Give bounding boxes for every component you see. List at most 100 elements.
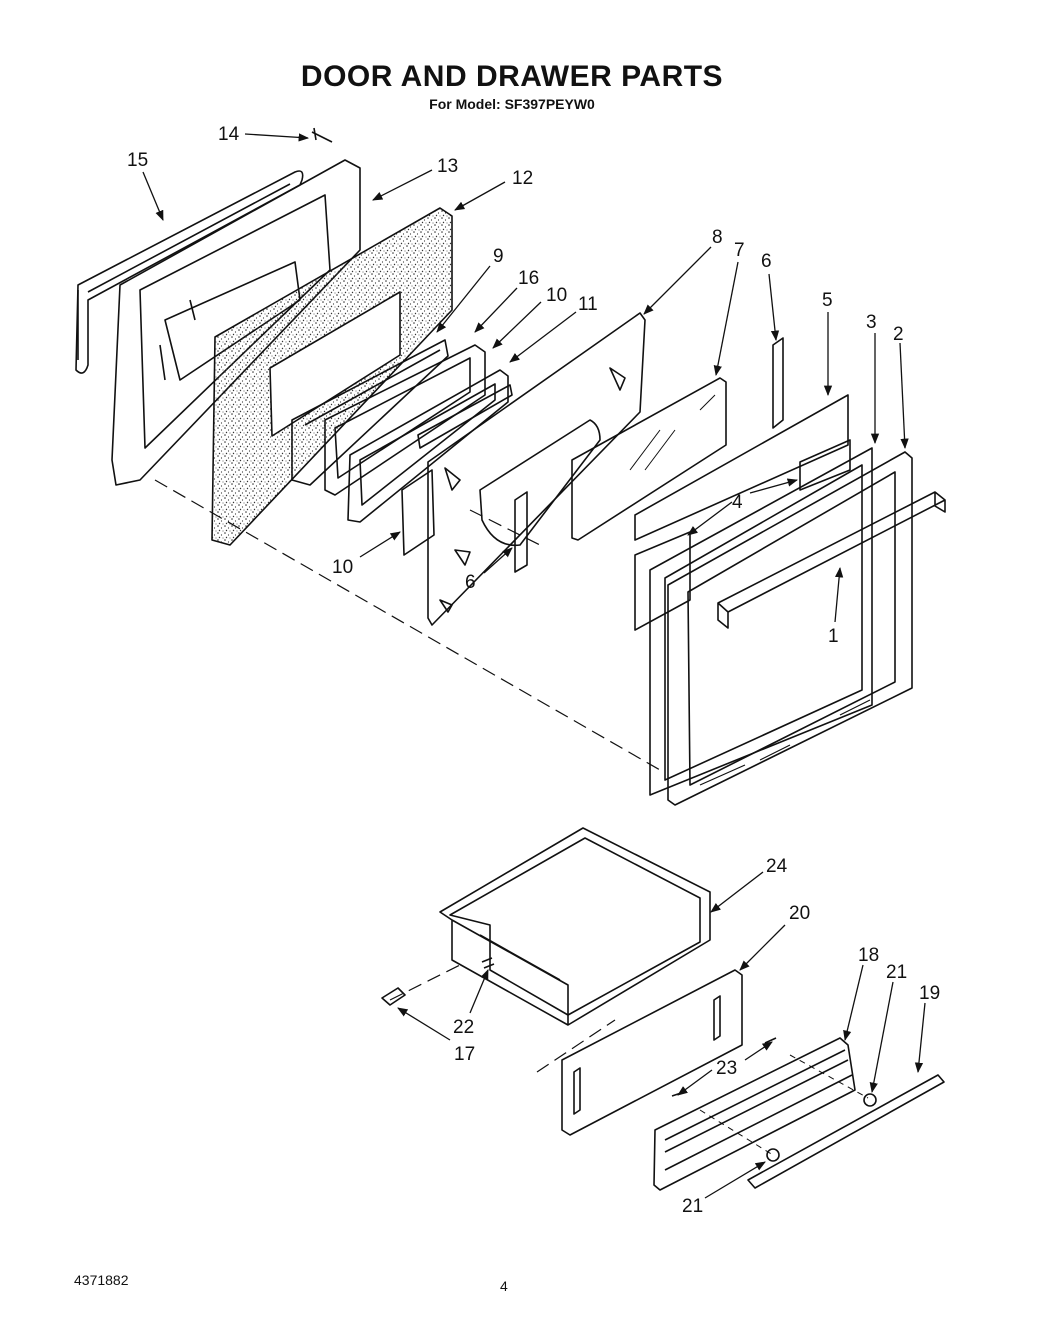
part-7-glass-panel bbox=[571, 377, 727, 541]
part-4-nameplate-upper bbox=[799, 439, 851, 491]
part-18-drawer-outer-panel bbox=[653, 1037, 856, 1191]
callout-15: 15 bbox=[127, 150, 148, 171]
callout-6-upper: 6 bbox=[761, 251, 772, 272]
callout-22: 22 bbox=[453, 1017, 474, 1038]
leader-9 bbox=[436, 265, 491, 333]
leader-22 bbox=[469, 969, 489, 1014]
part-21-spacer-lower bbox=[766, 1148, 780, 1162]
leader-13 bbox=[372, 169, 433, 201]
part-23-screw-guide bbox=[699, 1054, 869, 1156]
callout-19: 19 bbox=[919, 983, 940, 1004]
part-20-drawer-slot-right bbox=[713, 995, 721, 1041]
leader-24 bbox=[710, 871, 764, 913]
callout-3: 3 bbox=[866, 312, 877, 333]
part-2-frame-slots bbox=[699, 699, 871, 786]
leader-19 bbox=[914, 1002, 926, 1074]
leader-7 bbox=[713, 261, 739, 377]
leader-12 bbox=[454, 181, 506, 211]
part-10-lower-glass bbox=[401, 469, 435, 556]
part-14-screw bbox=[311, 127, 333, 143]
part-24-drawer-rail bbox=[451, 919, 569, 1025]
callout-5: 5 bbox=[822, 290, 833, 311]
document-number: 4371882 bbox=[74, 1272, 129, 1288]
part-17-drawer-stop bbox=[381, 987, 406, 1006]
part-8-panel-tabs bbox=[439, 367, 626, 613]
leader-17 bbox=[397, 1007, 451, 1041]
callout-17: 17 bbox=[454, 1044, 475, 1065]
part-20-drawer-slot-left bbox=[573, 1067, 581, 1115]
part-7-glass-highlight bbox=[629, 394, 716, 471]
part-2-outer-door-frame bbox=[667, 451, 913, 806]
part-8-inner-door-panel bbox=[427, 312, 646, 626]
part-19-trim-strip bbox=[747, 1074, 945, 1189]
part-20-drawer-front bbox=[561, 969, 743, 1136]
part-12-insulation-window bbox=[269, 291, 401, 437]
leader-18 bbox=[843, 964, 864, 1042]
part-6-upper-channel bbox=[772, 337, 784, 429]
callout-8: 8 bbox=[712, 227, 723, 248]
callout-9: 9 bbox=[493, 246, 504, 267]
callout-20: 20 bbox=[789, 903, 810, 924]
leader-6b bbox=[483, 547, 513, 574]
part-24-drawer-interior bbox=[449, 837, 701, 1016]
callout-14: 14 bbox=[218, 124, 240, 145]
callout-1: 1 bbox=[828, 626, 839, 647]
leader-23a bbox=[744, 1041, 773, 1061]
leader-6a bbox=[768, 273, 780, 342]
callout-10-lower: 10 bbox=[332, 557, 353, 578]
alignment-line-window bbox=[469, 509, 541, 546]
leader-16 bbox=[474, 287, 518, 333]
leader-4b bbox=[687, 501, 733, 536]
part-8-panel-cutout bbox=[479, 419, 601, 547]
part-18-panel-ribs bbox=[664, 1049, 853, 1171]
part-1-handle bbox=[717, 491, 946, 629]
callout-4: 4 bbox=[732, 492, 743, 513]
callout-12: 12 bbox=[512, 168, 533, 189]
callout-21-upper: 21 bbox=[886, 962, 907, 983]
callout-2: 2 bbox=[893, 324, 904, 345]
part-2-frame-inner bbox=[687, 471, 896, 786]
callout-7: 7 bbox=[734, 240, 745, 261]
part-10-upper-glass-frame bbox=[347, 369, 509, 523]
callout-21-lower: 21 bbox=[682, 1196, 703, 1217]
alignment-line-door bbox=[154, 479, 661, 771]
leader-15 bbox=[142, 171, 164, 221]
part-9-window-frame bbox=[291, 339, 449, 486]
leader-14 bbox=[244, 133, 310, 142]
part-15-gasket-inner bbox=[77, 183, 291, 360]
callout-10-upper: 10 bbox=[546, 285, 567, 306]
part-4-nameplate-lower bbox=[634, 531, 691, 631]
page-number: 4 bbox=[500, 1278, 508, 1294]
part-24-drawer-box bbox=[439, 827, 711, 1026]
leader-4a bbox=[749, 478, 799, 494]
part-6-lower-channel bbox=[514, 491, 528, 573]
alignment-line-drawer bbox=[389, 964, 616, 1073]
callout-11: 11 bbox=[578, 294, 598, 315]
part-11-spacer bbox=[417, 384, 513, 449]
callout-13: 13 bbox=[437, 156, 458, 177]
part-22-drawer-screw bbox=[481, 957, 495, 969]
leader-21a bbox=[869, 981, 894, 1094]
callout-23: 23 bbox=[716, 1058, 737, 1079]
leader-8 bbox=[643, 246, 712, 315]
part-13-liner-recess bbox=[139, 194, 331, 449]
part-21-spacer-upper bbox=[863, 1093, 877, 1107]
leader-23b bbox=[677, 1069, 713, 1096]
leader-20 bbox=[739, 924, 786, 971]
part-16-window-pack bbox=[324, 344, 486, 496]
page-title: DOOR AND DRAWER PARTS bbox=[300, 60, 724, 93]
leader-10b bbox=[359, 531, 401, 558]
part-15-door-gasket bbox=[75, 170, 304, 374]
callout-6-lower: 6 bbox=[465, 572, 476, 593]
model-subtitle: For Model: SF397PEYW0 bbox=[429, 96, 595, 112]
leader-1 bbox=[834, 566, 844, 623]
callout-18: 18 bbox=[858, 945, 879, 966]
callout-16: 16 bbox=[518, 268, 539, 289]
leader-2 bbox=[899, 342, 909, 450]
callout-24: 24 bbox=[766, 856, 788, 877]
part-3-trim-frame bbox=[649, 447, 873, 796]
leader-21b bbox=[704, 1161, 766, 1199]
leader-10a bbox=[492, 301, 542, 349]
leader-11 bbox=[509, 311, 577, 363]
part-5-insert-sheet bbox=[634, 394, 849, 541]
